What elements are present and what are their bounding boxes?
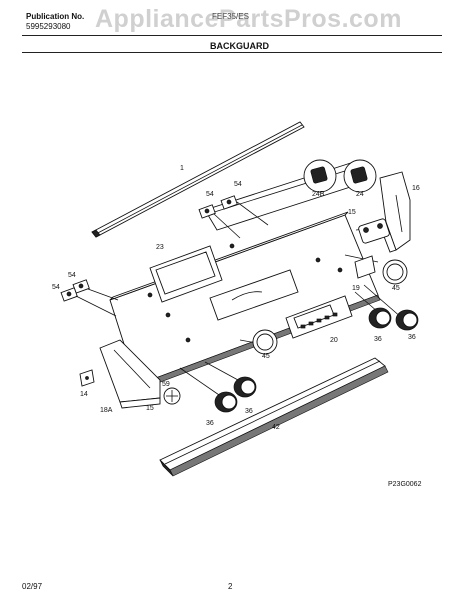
switch-cluster [358, 218, 390, 244]
knob-36-right-b [395, 309, 419, 331]
part-label-15-upper: 15 [348, 209, 356, 216]
model-number: FEF35/ES [212, 12, 249, 21]
small-bracket [79, 369, 95, 387]
part-label-54-upper-left: 54 [206, 191, 214, 198]
part-label-19: 19 [352, 285, 360, 292]
section-title: BACKGUARD [210, 41, 269, 51]
part-label-36-bottom-b: 36 [245, 408, 253, 415]
end-cap-left [99, 339, 161, 409]
knob-45-center [252, 329, 278, 355]
part-label-36-right-a: 36 [374, 336, 382, 343]
part-label-45-center: 45 [262, 353, 270, 360]
knob-45-right [382, 259, 408, 285]
clip-54-left-bottom [60, 287, 78, 302]
part-label-54-left-top: 54 [68, 272, 76, 279]
electronic-clock [285, 295, 353, 339]
footer-page-number: 2 [228, 582, 233, 591]
screw-59 [163, 387, 181, 405]
clock-bracket [354, 255, 376, 279]
part-label-20: 20 [330, 337, 338, 344]
knob-36-bottom-a [214, 391, 238, 413]
trim-strip-top [91, 121, 305, 238]
knob-36-right-a [368, 307, 392, 329]
part-label-45-right: 45 [392, 285, 400, 292]
header-rule-top [22, 35, 442, 36]
detail-24b [303, 159, 337, 193]
clip-54-upper-right [220, 195, 238, 210]
publication-number: 5995293080 [26, 22, 71, 31]
part-label-59: 59 [162, 381, 170, 388]
footer-date: 02/97 [22, 582, 43, 591]
part-label-36-right-b: 36 [408, 334, 416, 341]
watermark: AppliancePartsPros.com [95, 5, 402, 33]
publication-label: Publication No. [26, 12, 85, 21]
end-cap-right [379, 171, 411, 253]
part-label-54-left-bottom: 54 [52, 284, 60, 291]
header-rule-bottom [22, 52, 442, 53]
part-label-15-lower: 15 [146, 405, 154, 412]
part-label-24: 24 [356, 191, 364, 198]
diagram-code: P23G0062 [388, 481, 422, 488]
part-label-24b: 24B [312, 191, 325, 198]
part-label-18a: 18A [100, 407, 113, 414]
part-label-16: 16 [412, 185, 420, 192]
part-label-54-upper-right: 54 [234, 181, 242, 188]
part-label-23: 23 [156, 244, 164, 251]
part-label-1: 1 [180, 165, 184, 172]
trim-strip-bottom [159, 357, 389, 477]
part-label-36-bottom-a: 36 [206, 420, 214, 427]
leader-lines [75, 201, 403, 398]
part-label-14: 14 [80, 391, 88, 398]
part-label-42: 42 [272, 424, 280, 431]
clip-54-upper-left [198, 204, 216, 219]
knob-36-bottom-b [233, 376, 257, 398]
detail-24 [343, 159, 377, 193]
